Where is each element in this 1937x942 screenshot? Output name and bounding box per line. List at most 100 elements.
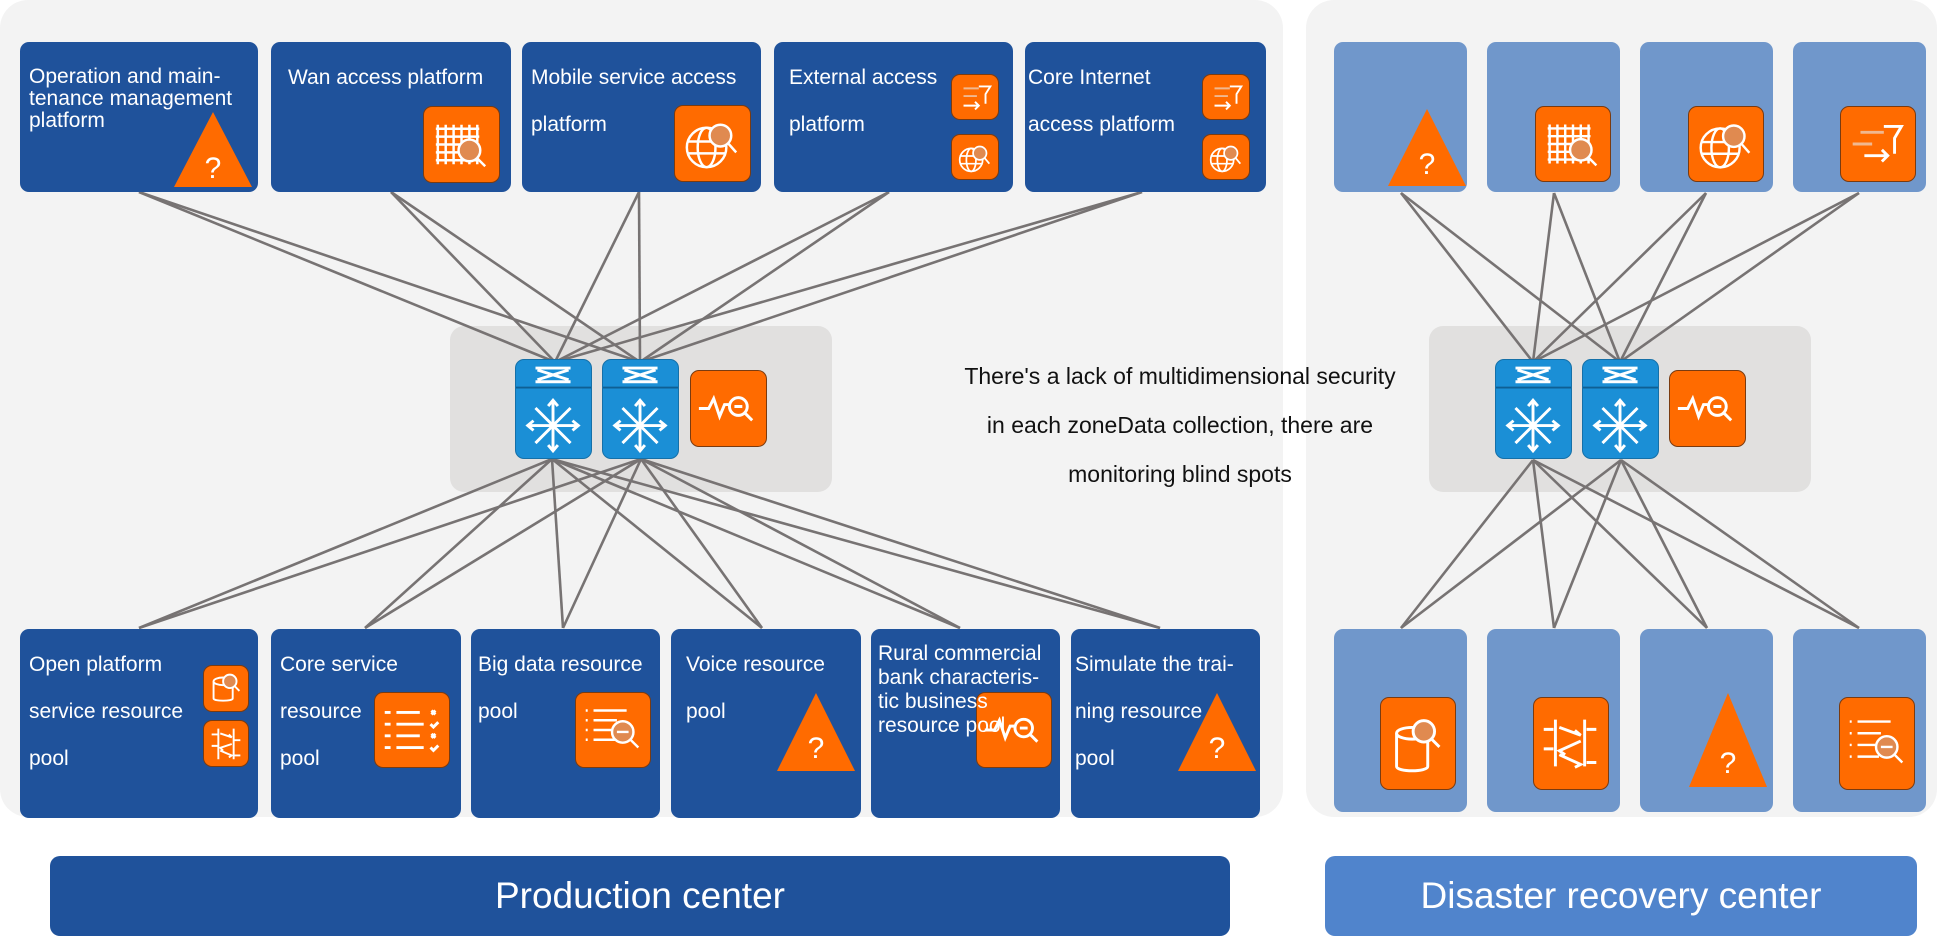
downlink-line xyxy=(640,457,1161,630)
pool-simulation-training[interactable]: Simulate the trai- ning resource pool ? xyxy=(1071,629,1260,818)
dr-downlink-line xyxy=(1400,458,1622,630)
network-grid-inspect-icon xyxy=(423,106,500,183)
globe-inspect-icon xyxy=(1688,106,1764,182)
svg-text:?: ? xyxy=(1209,732,1226,765)
blind-spot-annotation: There's a lack of multidimensional secur… xyxy=(964,363,1396,487)
unknown-risk-triangle-icon: ? xyxy=(1178,693,1256,771)
platform-label: External access platform xyxy=(789,66,938,136)
uplink-line xyxy=(553,191,641,363)
uplink-line xyxy=(554,190,890,364)
uplink-line xyxy=(637,191,642,363)
unknown-risk-triangle-icon: ? xyxy=(777,693,855,771)
pool-label: Rural commercial bank characteris- tic b… xyxy=(878,642,1042,737)
pool-label: Open platform service resource pool xyxy=(29,653,184,770)
firewall-icon xyxy=(1533,697,1609,790)
unknown-risk-triangle-icon: ? xyxy=(174,112,252,187)
platform-label: Mobile service access platform xyxy=(531,66,737,136)
pool-big-data[interactable]: Big data resource pool xyxy=(471,629,660,818)
traffic-monitor-icon xyxy=(976,692,1052,768)
dr-platform-3[interactable] xyxy=(1640,42,1773,192)
network-grid-inspect-icon xyxy=(1535,106,1611,182)
core-switch-1[interactable] xyxy=(515,359,592,459)
log-search-icon xyxy=(575,692,651,768)
downlink-line xyxy=(550,458,565,629)
downlink-line xyxy=(551,457,1161,630)
dr-uplink-line xyxy=(1552,192,1622,363)
checklist-icon xyxy=(374,692,450,768)
dr-downlink-line xyxy=(1620,458,1860,630)
platform-label: Core Internet access platform xyxy=(1028,66,1176,136)
pool-rural-commercial-bank[interactable]: Rural commercial bank characteris- tic b… xyxy=(871,629,1060,818)
database-inspect-icon xyxy=(1380,697,1456,790)
dr-uplink-line xyxy=(1532,191,1860,364)
platform-core-internet-access[interactable]: Core Internet access platform xyxy=(1025,42,1266,192)
dr-platform-1[interactable]: ? xyxy=(1334,42,1467,192)
uplink-line xyxy=(390,190,641,364)
dr-downlink-line xyxy=(1619,459,1709,629)
dr-platform-2[interactable] xyxy=(1487,42,1620,192)
uplink-line xyxy=(639,190,1143,364)
uplink-line xyxy=(639,190,890,364)
dr-downlink-line xyxy=(1532,458,1860,630)
dr-uplink-line xyxy=(1399,192,1535,363)
uplink-line xyxy=(138,190,641,364)
downlink-line xyxy=(138,457,642,630)
log-search-icon xyxy=(1839,697,1915,790)
pool-label: Core service resource pool xyxy=(280,653,398,770)
pool-label: Big data resource pool xyxy=(478,653,643,723)
downlink-line xyxy=(640,457,961,630)
platform-operation-maintenance[interactable]: Operation and main- tenance management p… xyxy=(20,42,258,192)
globe-inspect-icon xyxy=(1202,134,1250,180)
downlink-line xyxy=(364,458,553,629)
dr-pool-1[interactable] xyxy=(1334,629,1467,812)
database-inspect-icon xyxy=(203,665,249,712)
pool-label: Simulate the trai- ning resource pool xyxy=(1075,653,1234,770)
downlink-line xyxy=(551,457,961,630)
globe-inspect-icon xyxy=(674,105,751,182)
pool-label: Voice resource pool xyxy=(686,653,825,723)
traffic-filter-icon xyxy=(1840,106,1916,182)
firewall-icon xyxy=(203,720,249,767)
dr-core-switch-1[interactable] xyxy=(1495,359,1572,459)
pool-voice[interactable]: Voice resource pool ? xyxy=(671,629,861,818)
disaster-recovery-center-label: Disaster recovery center xyxy=(1325,856,1917,936)
platform-mobile-service-access[interactable]: Mobile service access platform xyxy=(522,42,761,192)
dr-uplink-line xyxy=(1531,192,1556,363)
dr-downlink-line xyxy=(1531,459,1556,629)
dr-pool-4[interactable] xyxy=(1793,629,1926,812)
platform-external-access[interactable]: External access platform xyxy=(774,42,1013,192)
downlink-line xyxy=(138,457,553,630)
unknown-risk-triangle-icon: ? xyxy=(1388,109,1466,186)
dr-downlink-line xyxy=(1552,459,1623,629)
svg-text:?: ? xyxy=(205,152,222,185)
platform-wan-access[interactable]: Wan access platform xyxy=(271,42,511,192)
dr-pool-2[interactable] xyxy=(1487,629,1620,812)
downlink-line xyxy=(561,458,643,629)
downlink-line xyxy=(551,457,763,630)
core-switch-2[interactable] xyxy=(602,359,679,459)
traffic-monitor-icon[interactable] xyxy=(1669,370,1746,447)
downlink-line xyxy=(639,458,764,629)
production-center-label: Production center xyxy=(50,856,1230,936)
svg-text:?: ? xyxy=(1720,747,1737,780)
dr-pool-3[interactable]: ? xyxy=(1640,629,1773,812)
pool-open-platform-service[interactable]: Open platform service resource pool xyxy=(20,629,258,818)
svg-text:?: ? xyxy=(1419,148,1436,181)
dr-uplink-line xyxy=(1619,191,1860,364)
dr-core-switch-2[interactable] xyxy=(1582,359,1659,459)
uplink-line xyxy=(390,191,556,363)
dr-platform-4[interactable] xyxy=(1793,42,1926,192)
uplink-line xyxy=(138,190,556,364)
pool-core-service[interactable]: Core service resource pool xyxy=(271,629,461,818)
traffic-monitor-icon[interactable] xyxy=(690,370,767,447)
dr-uplink-line xyxy=(1618,192,1708,363)
traffic-filter-icon xyxy=(1202,74,1250,120)
uplink-line xyxy=(554,190,1143,364)
platform-label: Wan access platform xyxy=(288,66,484,89)
dr-downlink-line xyxy=(1532,459,1708,629)
dr-uplink-line xyxy=(1400,191,1621,364)
globe-inspect-icon xyxy=(951,134,999,180)
dr-downlink-line xyxy=(1399,459,1535,629)
dr-uplink-line xyxy=(1532,192,1707,363)
